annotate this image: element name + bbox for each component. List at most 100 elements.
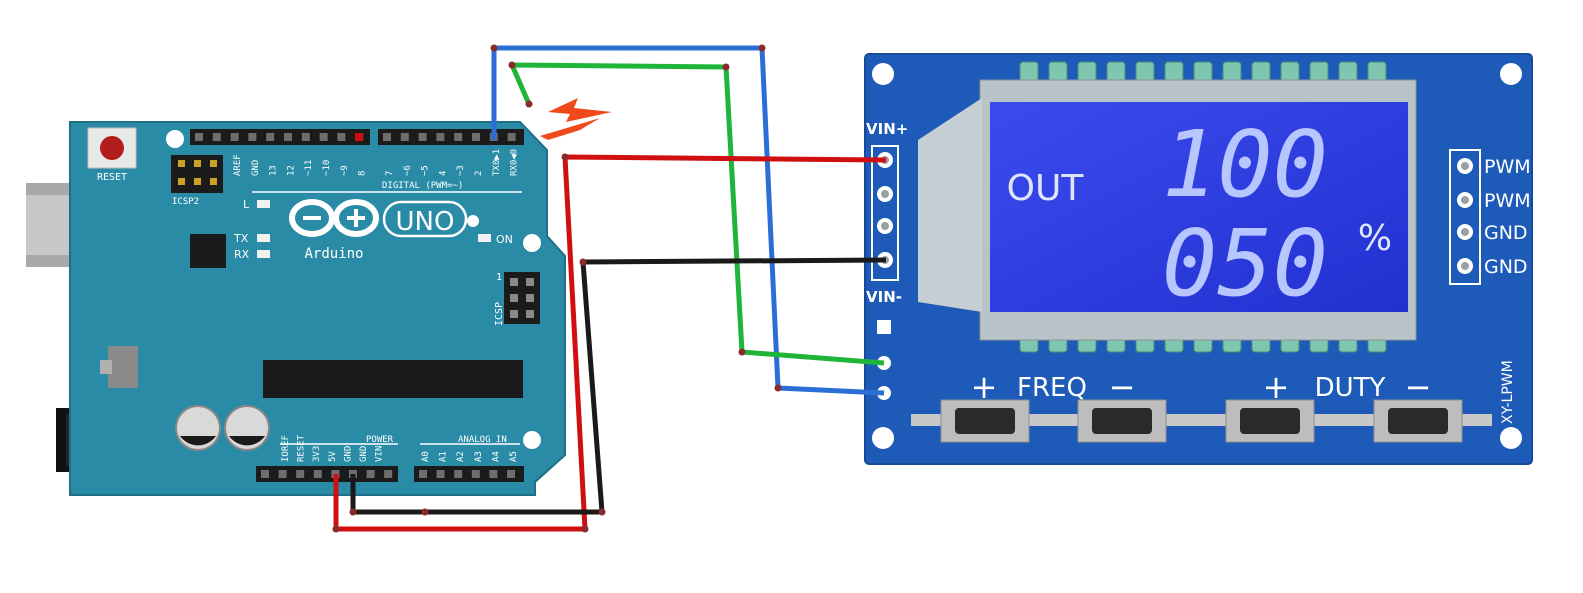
- header-pin: [472, 133, 480, 141]
- analog-label: ANALOG IN: [458, 435, 507, 445]
- header-pin: [230, 133, 239, 141]
- header-pin-label: TX0▶1: [492, 149, 502, 176]
- button-leg: [1462, 414, 1492, 426]
- duty-plus-button[interactable]: [1196, 399, 1344, 443]
- led-on-label: ON: [496, 233, 513, 246]
- button-cap[interactable]: [1388, 408, 1448, 434]
- duty-minus-button[interactable]: [1344, 399, 1492, 443]
- led-l-label: L: [243, 198, 250, 211]
- header-pin: [384, 470, 393, 478]
- header-pin: [248, 133, 257, 141]
- digital-label: DIGITAL (PWM=~): [382, 181, 463, 191]
- button-leg: [1166, 414, 1196, 426]
- header-pin-label: GND: [343, 446, 353, 462]
- header-pin-label: ~11: [304, 160, 314, 176]
- output-pin-label: PWM: [1484, 156, 1531, 178]
- header-pin-label: GND: [251, 160, 261, 176]
- led-l: [257, 200, 270, 208]
- header-pin: [454, 133, 463, 141]
- freq-minus-button[interactable]: [1048, 399, 1196, 443]
- lcd-pin: [1106, 61, 1126, 83]
- lcd-pin: [1280, 61, 1300, 83]
- icsp-label: ICSP: [494, 302, 505, 326]
- header-pin: [507, 133, 516, 141]
- header-pin-label: 8: [358, 171, 368, 176]
- header-pin-label: A1: [439, 451, 449, 462]
- wire-joint: [421, 508, 429, 516]
- header-pin-label: RX0◀0: [510, 149, 520, 176]
- header-pin: [195, 133, 203, 141]
- lcd-pin: [1309, 61, 1329, 83]
- lcd-pin: [1019, 61, 1039, 83]
- mounting-hole: [872, 427, 894, 449]
- icsp-pins: [510, 278, 534, 318]
- wires: [332, 44, 887, 533]
- arduino-logo: Arduino: [289, 199, 379, 262]
- header-pin: [313, 470, 322, 478]
- wire-joint: [349, 508, 357, 516]
- wire-joint: [581, 525, 589, 533]
- lcd-pin: [1193, 61, 1213, 83]
- led-tx-label: TX: [233, 232, 249, 245]
- header-pin: [436, 133, 445, 141]
- wire-joint: [490, 44, 498, 52]
- button-leg: [1196, 414, 1226, 426]
- vin-pad-hole: [881, 190, 889, 198]
- lcd-pin: [1135, 61, 1155, 83]
- lcd-pin: [1164, 61, 1184, 83]
- output-terminal-outline: [1449, 149, 1481, 285]
- icsp2-pins: [178, 160, 217, 185]
- brand-label: Arduino: [304, 246, 363, 262]
- header-pin: [319, 133, 328, 141]
- module-buttons[interactable]: [911, 399, 1492, 443]
- arduino-pcb: [69, 121, 566, 496]
- lcd-pin: [1367, 61, 1387, 83]
- button-cap[interactable]: [955, 408, 1015, 434]
- header-pin-label: ~9: [340, 165, 350, 176]
- header-pin: [278, 470, 287, 478]
- reset-button-cap[interactable]: [100, 136, 124, 160]
- header-pin-label: 13: [269, 165, 279, 176]
- vin-plus-label: VIN+: [866, 120, 908, 138]
- header-pin: [296, 470, 305, 478]
- button-leg: [1344, 414, 1374, 426]
- header-pin: [301, 133, 310, 141]
- header-pin-marker: [355, 133, 363, 141]
- lcd-pin: [1077, 61, 1097, 83]
- header-pin-label: ~10: [322, 160, 332, 176]
- lcd-screen-shade: [990, 102, 1408, 312]
- output-pin-label: GND: [1484, 256, 1528, 278]
- icsp-pin1-label: 1: [496, 272, 502, 283]
- display-unit-label: %: [1358, 218, 1392, 259]
- header-pin: [400, 133, 409, 141]
- header-pin-label: 2: [474, 171, 484, 176]
- mounting-hole: [523, 234, 541, 252]
- model-label: UNO: [396, 207, 455, 237]
- button-cap[interactable]: [1240, 408, 1300, 434]
- wire-joint: [525, 100, 533, 108]
- wire-joint: [579, 258, 587, 266]
- wire-joint-dots: [332, 44, 782, 533]
- header-pin-label: ~3: [456, 165, 466, 176]
- display-duty-value: 050: [1162, 210, 1328, 317]
- output-pin-label: GND: [1484, 222, 1528, 244]
- button-cap[interactable]: [1092, 408, 1152, 434]
- wire-joint: [722, 63, 730, 71]
- digital-header-low: [378, 129, 524, 145]
- lcd-backlight-tab: [918, 98, 982, 312]
- header-pin: [337, 133, 346, 141]
- header-pin-label: ~5: [421, 165, 431, 176]
- header-pin: [454, 470, 463, 478]
- freq-plus-button[interactable]: [911, 399, 1059, 443]
- voltage-regulator-tab: [100, 360, 112, 374]
- analog-header-pins: [419, 470, 515, 478]
- lcd-pin: [1251, 61, 1271, 83]
- output-pad-hole: [1461, 162, 1469, 170]
- header-pin-label: A5: [509, 451, 519, 462]
- mounting-hole: [1500, 63, 1522, 85]
